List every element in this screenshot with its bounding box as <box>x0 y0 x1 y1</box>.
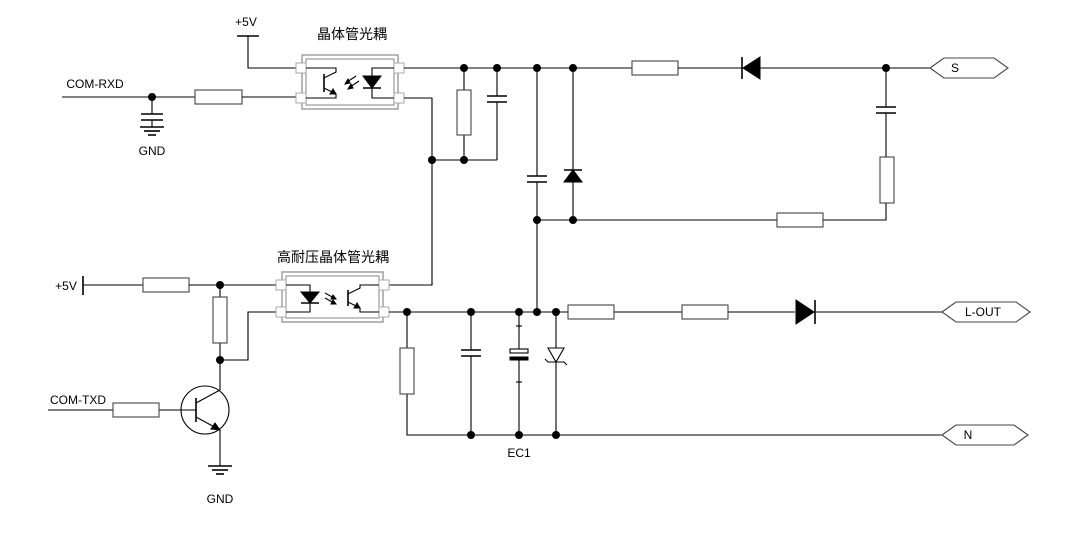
junction-dot <box>533 308 541 316</box>
junction-dots <box>148 64 890 439</box>
opto2-title: 高耐压晶体管光耦 <box>277 249 389 266</box>
opto1-pin-2 <box>295 92 307 104</box>
resistor-5v-left <box>142 277 190 293</box>
phototransistor-icon <box>347 284 379 313</box>
junction-dot <box>428 156 436 164</box>
junction-dot <box>460 156 468 164</box>
opto1-pin-1 <box>295 62 307 74</box>
optocoupler-2 <box>275 271 390 323</box>
npn-transistor-icon <box>180 385 230 435</box>
opto1-title: 晶体管光耦 <box>317 27 387 43</box>
resistor-txd <box>112 402 160 418</box>
resistor-lout-2 <box>681 304 729 320</box>
junction-dot <box>216 281 224 289</box>
resistor-vertical-1 <box>456 89 472 136</box>
opto2-pin-1 <box>275 279 287 291</box>
com-txd-label: COM-TXD <box>50 393 106 407</box>
resistor-vertical-n <box>399 347 415 395</box>
resistor-s-series <box>631 60 679 76</box>
com-rxd-label: COM-RXD <box>66 77 124 91</box>
connector-l-out-label: L-OUT <box>965 305 1002 319</box>
junction-dot <box>569 216 577 224</box>
junction-dot <box>515 308 523 316</box>
optocoupler-1 <box>295 54 405 110</box>
light-arrows-icon <box>343 75 360 90</box>
junction-dot <box>467 308 475 316</box>
opto2-pin-2 <box>275 306 287 318</box>
opto1-pin-4 <box>393 92 405 104</box>
wire-pullup-to-opto2 <box>219 285 276 361</box>
led-icon <box>362 67 394 99</box>
wire-n-bus <box>406 312 942 436</box>
resistor-vertical-s <box>879 156 895 204</box>
opto2-pin-3 <box>378 279 390 291</box>
junction-dot <box>148 93 156 101</box>
left-5v-label: +5V <box>55 279 77 293</box>
junction-dot <box>460 64 468 72</box>
opto1-pin-3 <box>393 62 405 74</box>
gnd-bottom-label: GND <box>207 492 234 506</box>
junction-dot <box>467 431 475 439</box>
electrolytic-capacitor-ec1 <box>509 312 529 435</box>
diode-vertical-icon <box>563 169 583 183</box>
ground-icon <box>140 126 164 136</box>
junction-dot <box>216 356 224 364</box>
resistor-feedback <box>776 212 824 228</box>
junction-dot <box>533 64 541 72</box>
junction-dot <box>552 431 560 439</box>
ec1-label: EC1 <box>507 446 531 460</box>
wire-opto1-bottom <box>389 97 433 286</box>
connector-l-out: L-OUT <box>941 301 1031 323</box>
connector-s-label: S <box>951 61 959 75</box>
top-5v-label: +5V <box>235 15 257 29</box>
junction-dot <box>552 308 560 316</box>
resistor-vertical-pullup <box>212 296 228 344</box>
connector-n: N <box>941 424 1029 446</box>
connector-s: S <box>929 57 1009 79</box>
junction-dot <box>882 64 890 72</box>
connector-n-label: N <box>964 428 973 442</box>
tvs-diode-icon <box>544 312 568 435</box>
diode-lout-icon <box>795 299 816 325</box>
wire-5v-to-opto1 <box>247 36 296 69</box>
diode-s-icon <box>741 56 761 80</box>
phototransistor-icon <box>306 67 337 99</box>
opto2-pin-4 <box>378 306 390 318</box>
ground-icon <box>208 465 232 475</box>
junction-dot <box>533 216 541 224</box>
resistor-rxd <box>194 89 243 105</box>
junction-dot <box>403 308 411 316</box>
light-arrows-icon <box>324 292 337 305</box>
junction-dot <box>493 64 501 72</box>
gnd-top-label: GND <box>139 144 166 158</box>
resistor-lout-1 <box>567 304 615 320</box>
junction-dot <box>515 431 523 439</box>
junction-dot <box>569 64 577 72</box>
led-icon <box>286 284 321 313</box>
wire-s-feedback <box>537 68 887 221</box>
